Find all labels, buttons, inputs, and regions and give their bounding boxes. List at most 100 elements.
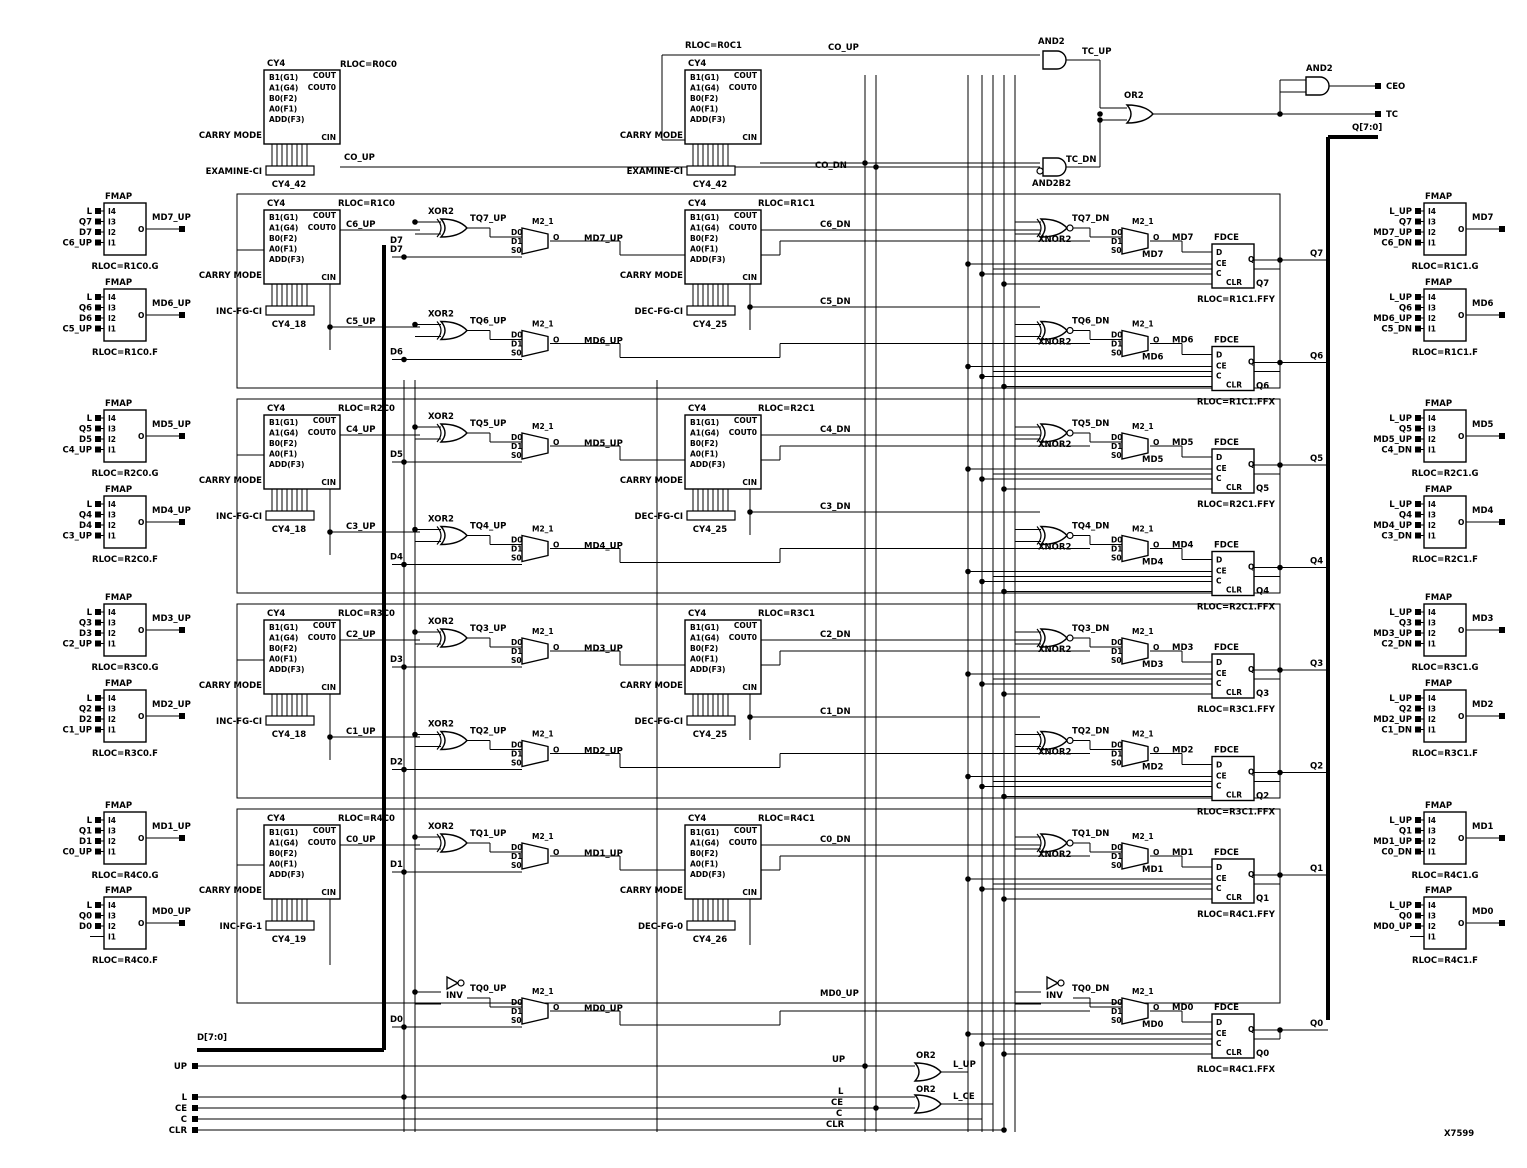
fmap-input-label: L_UP (1389, 608, 1412, 618)
cy4-up-rloc: RLOC=R2C0 (338, 404, 395, 414)
mux-d0: D0 (511, 998, 522, 1007)
mux-d1: D1 (511, 750, 522, 759)
d-bus-label: D[7:0] (197, 1033, 227, 1043)
cy4-mode-bar (686, 305, 736, 316)
cy4-pin-label: ADD(F3) (690, 115, 725, 124)
md-dn-out-label: MD4 (1172, 541, 1194, 551)
fmap-pin-label: I3 (1428, 218, 1436, 227)
fmap-title: FMAP (105, 593, 132, 603)
fmap-rloc: RLOC=R4C0.F (92, 956, 158, 966)
cy4-mode-name: INC-FG-CI (216, 717, 262, 727)
fmap-block (1423, 288, 1467, 342)
mux-d1: D1 (511, 1007, 522, 1016)
xor2-label: XOR2 (428, 207, 454, 217)
cy4-mode-bar (265, 305, 315, 316)
md-up-label: MD3_UP (584, 644, 623, 654)
mux-name: M2_1 (532, 525, 554, 534)
cy4-cin-label: CIN (321, 888, 336, 897)
fdce-ce: CE (1216, 567, 1227, 576)
carry-out-dn-label: C0_DN (820, 835, 851, 845)
xnor2-gate-xor-arc (1036, 526, 1042, 545)
fmap-rloc: RLOC=R1C1.F (1412, 348, 1478, 358)
fdce-q-name: Q4 (1256, 587, 1269, 597)
fmap-pin-label: I1 (1428, 848, 1436, 857)
xor2-gate (439, 730, 468, 751)
junction-dot (1277, 769, 1283, 776)
mux-d1: D1 (511, 545, 522, 554)
fdce-clr: CLR (1226, 791, 1242, 800)
cy4-carry-mode: CARRY MODE (199, 476, 262, 486)
fmap-input-label: Q1 (79, 827, 92, 837)
mux-d1: D1 (1111, 237, 1122, 246)
mux-s0: S0 (1111, 451, 1122, 460)
md0-up-mid-label: MD0_UP (820, 989, 859, 999)
cy4-mode-name: INC-FG-CI (216, 307, 262, 317)
io-pin (179, 627, 185, 633)
cy4-mode-name: DEC-FG-CI (634, 717, 683, 727)
io-pin (1415, 436, 1421, 442)
q-bit-label: Q0 (1310, 1019, 1323, 1029)
fdce-rloc: RLOC=R2C1.FFX (1197, 603, 1276, 613)
fmap-input-label: L_UP (1389, 293, 1412, 303)
mux-name: M2_1 (532, 987, 554, 996)
io-pin (1415, 705, 1421, 712)
fmap-o: O (1458, 712, 1464, 721)
io-pin (1415, 415, 1421, 421)
cy4-pin-label: ADD(F3) (690, 870, 725, 879)
cy4-instance: CY4_18 (272, 525, 306, 535)
fmap-title: FMAP (105, 192, 132, 202)
port-label-clr: CLR (169, 1126, 188, 1136)
fdce-clr: CLR (1226, 381, 1242, 390)
md-dn-label: MD1 (1142, 865, 1164, 875)
mux-d0: D0 (511, 433, 522, 442)
fmap-pin-label: I4 (1428, 694, 1436, 703)
junction-dot (327, 529, 333, 535)
junction-dot (979, 886, 985, 892)
fmap-pin-label: I4 (108, 207, 116, 216)
fdce-name: FDCE (1214, 336, 1239, 346)
fmap-input-label: C1_DN (1381, 726, 1412, 736)
q-bit-label: Q2 (1310, 762, 1323, 772)
fmap-title: FMAP (105, 886, 132, 896)
cy4-cin-label: CIN (742, 273, 757, 282)
fdce-rloc: RLOC=R4C1.FFY (1197, 910, 1276, 920)
xnor2-gate (1039, 833, 1068, 853)
fmap-pin-label: I2 (108, 629, 116, 638)
fmap-rloc: RLOC=R3C0.G (91, 663, 158, 673)
fmap-rloc: RLOC=R3C1.F (1412, 749, 1478, 759)
md-up-label: MD6_UP (584, 337, 623, 347)
io-pin (1499, 433, 1505, 439)
cy4-dn-rloc: RLOC=R4C1 (758, 814, 815, 824)
io-pin (95, 511, 101, 518)
fmap-input-label: Q1 (1399, 827, 1412, 837)
fmap-input-label: Q6 (79, 304, 92, 314)
or2-gate (1125, 104, 1154, 124)
io-pin (1375, 111, 1381, 117)
fmap-input-label: C3_DN (1381, 532, 1412, 542)
d-bit-label: D2 (390, 758, 403, 768)
fmap-input-label: L (87, 816, 93, 826)
fmap-output-label: MD2_UP (152, 700, 191, 710)
io-pin (1415, 848, 1421, 855)
fdce-block (1211, 755, 1255, 802)
cy4-carry-mode: CARRY MODE (620, 476, 683, 486)
cy4-mode-name: INC-FG-1 (220, 922, 263, 932)
fdce-ce: CE (1216, 259, 1227, 268)
fmap-input-label: C4_DN (1381, 446, 1412, 456)
io-pin (192, 1105, 198, 1111)
tc-up-label: TC_UP (1082, 47, 1111, 57)
io-pin (1415, 325, 1421, 332)
cy4-title: CY4 (267, 199, 285, 209)
fdce-q: Q (1248, 255, 1254, 264)
tq-up-label: TQ4_UP (470, 522, 506, 532)
xnor2-gate-xor-arc (1036, 321, 1042, 340)
junction-dot (412, 629, 418, 635)
cy4-carry-mode: CARRY MODE (199, 681, 262, 691)
mux-s0: S0 (511, 1016, 522, 1025)
fdce-q: Q (1248, 1025, 1254, 1034)
junction-dot (747, 714, 753, 720)
fdce-q: Q (1248, 460, 1254, 469)
mux-o: O (1153, 336, 1159, 345)
fmap-title: FMAP (1425, 485, 1452, 495)
io-pin (1415, 501, 1421, 507)
